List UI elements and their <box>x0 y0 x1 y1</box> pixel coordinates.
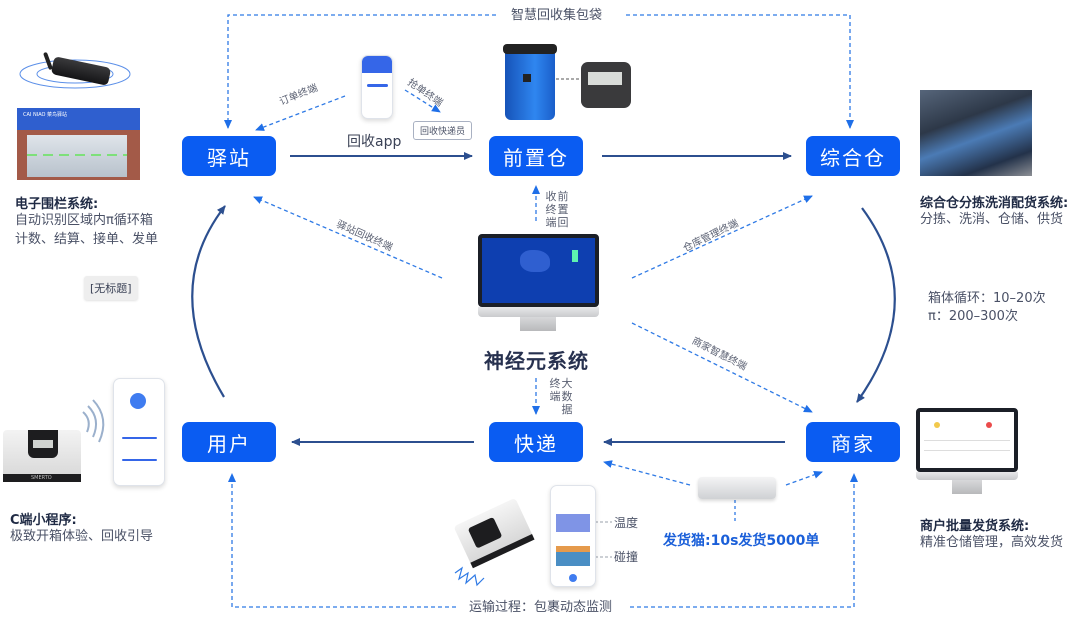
arrow-user-to-station-curve <box>191 205 226 398</box>
smart-bag-terminal-image <box>581 62 631 108</box>
mini-program-title: C端小程序: <box>10 513 77 528</box>
store-sign: CAI NIAO 菜鸟驿站 <box>23 112 68 118</box>
node-merchant[interactable]: 商家 <box>806 422 900 462</box>
dashed-cat-to-courier <box>603 460 691 486</box>
node-station[interactable]: 驿站 <box>182 136 276 176</box>
dashed-app-to-station <box>255 95 346 131</box>
fence-system-title: 电子围栏系统: <box>15 197 99 212</box>
dashed-central-to-station <box>253 196 443 279</box>
dashed-cat-to-merchant <box>785 470 823 486</box>
monitor-stand <box>520 317 556 331</box>
dashed-bottom-loop-left <box>228 473 456 608</box>
dashed-top-loop-right <box>626 14 854 129</box>
node-user[interactable]: 用户 <box>182 422 276 462</box>
mini-program-line-1: 极致开箱体验、回收引导 <box>10 529 154 544</box>
vibration-zigzag-icon <box>454 566 485 587</box>
recycle-courier-tag: 回收快递员 <box>413 121 473 140</box>
sorting-system-title: 综合仓分拣洗消配货系统: <box>920 196 1069 211</box>
untitled-tag[interactable]: [无标题] <box>84 276 138 300</box>
node-front-warehouse[interactable]: 前置仓 <box>489 136 583 176</box>
sorting-warehouse-photo <box>920 90 1032 176</box>
transport-monitoring-title: 运输过程：包裹动态监测 <box>465 598 617 617</box>
neuron-dashboard-screen <box>478 234 599 307</box>
node-courier[interactable]: 快递 <box>489 422 583 462</box>
dashed-bottom-loop-right <box>630 473 858 608</box>
recycle-app-label: 回收app <box>347 134 402 150</box>
station-store-image: CAI NIAO 菜鸟驿站 <box>17 108 140 180</box>
temperature-label: 温度 <box>614 516 639 530</box>
fence-system-line-1: 自动识别区域内π循环箱 <box>15 213 153 228</box>
smart-box-device-image: SMERTO <box>3 430 81 482</box>
front-recycle-terminal-col2: 收终端 <box>545 190 557 229</box>
cycle-count-line-2: π：200–300次 <box>928 309 1018 324</box>
neuron-system-title: 神经元系统 <box>484 349 589 373</box>
node-integrated-warehouse[interactable]: 综合仓 <box>806 136 900 176</box>
wifi-signal-icon <box>82 399 105 443</box>
big-data-terminal-col2: 终端 <box>549 377 561 403</box>
merchant-dashboard-screen <box>916 408 1018 472</box>
cycle-count-line-1: 箱体循环：10–20次 <box>928 291 1046 306</box>
collision-label: 碰撞 <box>614 550 639 564</box>
mini-program-phone-image <box>113 378 165 486</box>
merchant-monitor-stand <box>952 480 982 494</box>
arrow-integrated-to-merchant-curve <box>856 207 896 403</box>
merchant-monitor-chin <box>916 472 1018 480</box>
dashed-central-to-integrated <box>631 195 813 279</box>
merchant-system-title: 商户批量发货系统: <box>920 519 1030 534</box>
shipping-cat-label: 发货猫:10s发货5000单 <box>663 533 820 549</box>
device-brand: SMERTO <box>31 475 52 481</box>
dashed-central-to-merchant <box>631 322 813 413</box>
monitor-chin <box>478 307 599 317</box>
front-recycle-terminal-col1: 前置回 <box>557 190 569 229</box>
recycle-app-phone-image <box>361 55 393 119</box>
dashed-top-loop-left <box>224 14 496 129</box>
merchant-system-line-1: 精准仓储管理，高效发货 <box>920 535 1064 550</box>
smart-bag-image <box>503 44 557 120</box>
big-data-terminal-col1: 大数据 <box>561 377 573 416</box>
shipping-cat-device-image <box>698 477 776 499</box>
smart-bag-title: 智慧回收集包袋 <box>505 6 609 25</box>
fence-system-line-2: 计数、结算、接单、发单 <box>15 232 159 247</box>
monitoring-phone-image <box>550 485 596 587</box>
sorting-system-line-1: 分拣、洗消、仓储、供货 <box>920 212 1064 227</box>
